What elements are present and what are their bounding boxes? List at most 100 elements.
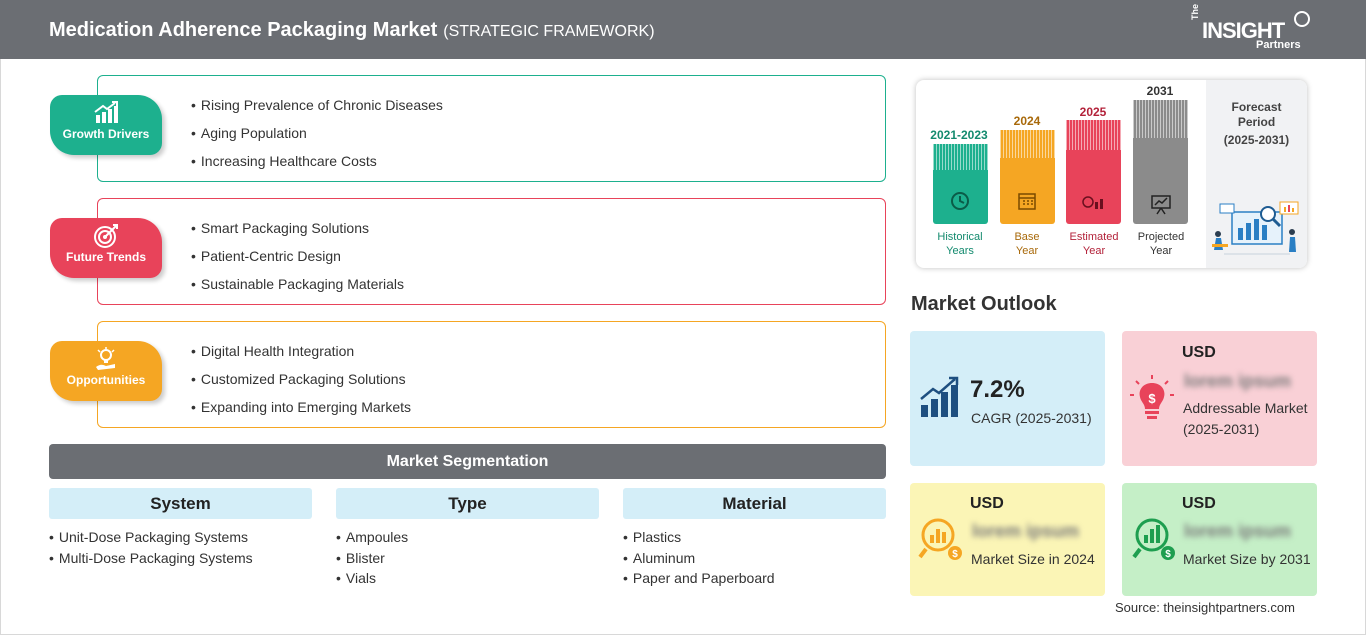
insight-partners-logo[interactable]: The INSIGHT Partners [1190,4,1320,54]
list-item: Multi-Dose Packaging Systems [49,548,312,569]
timeline-bar-estimated [1066,120,1121,224]
list-item: Increasing Healthcare Costs [191,151,443,179]
segment-type: Type Ampoules Blister Vials [336,488,599,589]
timeline-year: 2024 [1013,114,1041,128]
logo-partners: Partners [1256,39,1301,51]
segment-header: Material [623,488,886,519]
growth-bars-icon [920,376,959,417]
forecast-line: Period [1237,115,1276,129]
label-line: Years [946,245,974,257]
list-item: Digital Health Integration [191,341,411,369]
growth-chart-icon [94,101,118,123]
lightbulb-dollar-icon: $ [1130,375,1174,419]
segment-material: Material Plastics Aluminum Paper and Pap… [623,488,886,589]
list-item: Aluminum [623,548,886,569]
future-trends-box: Smart Packaging Solutions Patient-Centri… [97,198,886,305]
timeline-bar-projected [1133,100,1188,224]
forecast-range: (2025-2031) [1223,133,1290,147]
timeline-bar-base [1000,130,1055,224]
market-outlook-title: Market Outlook [911,293,1057,315]
cagr-value: 7.2% [970,376,1025,403]
cagr-card: 7.2% CAGR (2025-2031) [910,331,1105,466]
growth-drivers-list: Rising Prevalence of Chronic Diseases Ag… [191,95,443,179]
market-size-2024-label: Market Size in 2024 [971,551,1095,567]
market-size-2031-label: Market Size by 2031 [1183,551,1311,567]
list-item: Plastics [623,527,886,548]
segment-header: Type [336,488,599,519]
segment-list: Plastics Aluminum Paper and Paperboard [623,527,886,589]
target-icon [94,224,118,248]
growth-drivers-badge: Growth Drivers [50,95,162,155]
magnifier-chart-icon: $ [918,518,962,560]
timeline-bar-historical [933,144,988,224]
timeline-year: 2025 [1079,105,1107,119]
list-item: Paper and Paperboard [623,568,886,589]
market-size-2024-card: $ USD lorem ipsum Market Size in 2024 [910,483,1105,596]
segment-list: Ampoules Blister Vials [336,527,599,589]
cagr-label: CAGR (2025-2031) [971,410,1092,426]
source-note[interactable]: Source: theinsightpartners.com [1115,600,1295,615]
settings-chart-icon [1082,196,1103,209]
label-line: Projected [1137,231,1185,243]
logo-ring-icon [1294,11,1310,27]
presentation-icon [1151,195,1171,215]
title-text: Medication Adherence Packaging Market [49,19,438,41]
opportunities-box: Digital Health Integration Customized Pa… [97,321,886,428]
badge-label: Growth Drivers [62,127,150,141]
growth-drivers-box: Rising Prevalence of Chronic Diseases Ag… [97,75,886,182]
calendar-icon [1018,193,1036,210]
bar-stripes [1066,120,1121,150]
timeline-year: 2031 [1146,84,1174,98]
page-subtitle: (STRATEGIC FRAMEWORK) [443,23,655,40]
list-item: Smart Packaging Solutions [191,218,404,246]
page-title: Medication Adherence Packaging Market (ST… [49,19,655,42]
list-item: Unit-Dose Packaging Systems [49,527,312,548]
segmentation-title: Market Segmentation [49,444,886,479]
history-clock-icon [951,192,969,210]
list-item: Sustainable Packaging Materials [191,274,404,302]
label-line: Estimated [1069,231,1119,243]
redacted-value: lorem ipsum [1184,521,1292,541]
list-item: Blister [336,548,599,569]
bar-stripes [1000,130,1055,158]
opportunities-list: Digital Health Integration Customized Pa… [191,341,411,425]
addressable-market-label: Addressable Market (2025-2031) [1183,400,1308,437]
label-line: Base [1014,231,1040,243]
svg-text:$: $ [1165,549,1171,560]
magnifier-growth-icon: $ [1132,518,1175,560]
list-item: Ampoules [336,527,599,548]
forecast-line: Forecast [1231,100,1282,114]
label-line: Year [1082,245,1106,257]
list-item: Customized Packaging Solutions [191,369,411,397]
label-line: Year [1149,245,1173,257]
header-bar: Medication Adherence Packaging Market (ST… [0,0,1366,59]
segment-list: Unit-Dose Packaging Systems Multi-Dose P… [49,527,312,568]
label-line: Year [1015,245,1039,257]
svg-text:$: $ [1148,391,1156,406]
svg-text:$: $ [952,549,958,560]
list-item: Expanding into Emerging Markets [191,397,411,425]
addressable-market-card: $ USD lorem ipsum Addressable Market (20… [1122,331,1317,466]
segment-header: System [49,488,312,519]
list-item: Patient-Centric Design [191,246,404,274]
opportunities-badge: Opportunities [50,341,162,401]
logo-insight: INSIGHT [1202,18,1285,43]
bar-stripes [933,144,988,170]
timeline-year: 2021-2023 [930,128,988,142]
redacted-value: lorem ipsum [1184,371,1292,391]
forecast-period-label: Forecast Period (2025-2031) [1206,100,1307,148]
list-item: Vials [336,568,599,589]
market-size-2031-card: $ USD lorem ipsum Market Size by 2031 [1122,483,1317,596]
analytics-team-illustration-icon [1212,201,1299,255]
currency-label: USD [1182,344,1216,361]
lightbulb-hand-icon [96,347,115,370]
redacted-value: lorem ipsum [972,521,1080,541]
logo-the: The [1190,3,1200,20]
future-trends-badge: Future Trends [50,218,162,278]
label-line: Historical [937,231,983,243]
badge-label: Opportunities [66,373,146,387]
segment-system: System Unit-Dose Packaging Systems Multi… [49,488,312,568]
